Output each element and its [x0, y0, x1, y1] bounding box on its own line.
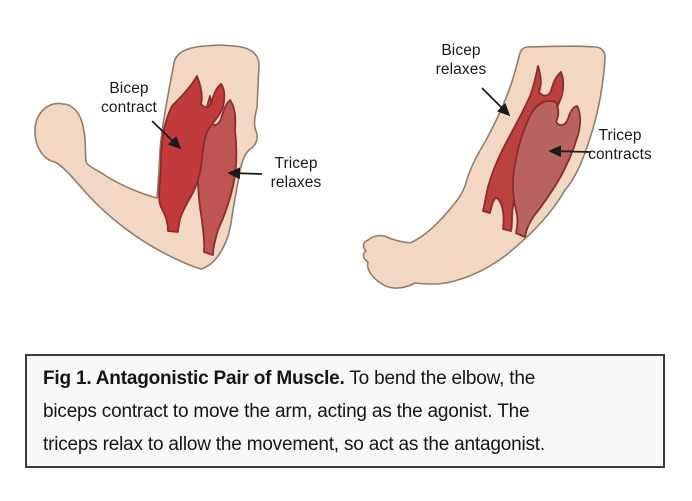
muscle-diagram [34, 44, 606, 289]
caption-line-3: triceps relax to allow the movement, so … [43, 434, 545, 455]
caption-line1-rest: To bend the elbow, the [344, 368, 536, 389]
tricep-relaxes-arrow [227, 167, 263, 180]
label-bicep-contract-line1: Bicep [109, 80, 149, 97]
label-bicep-contract-line2: contract [101, 99, 157, 116]
caption-line-2: biceps contract to move the arm, acting … [43, 401, 530, 422]
flexed-arm-group [34, 44, 263, 270]
caption-line-1: Fig 1. Antagonistic Pair of Muscle. To b… [43, 362, 647, 395]
bicep-relaxes-arrow [481, 87, 511, 117]
label-bicep-relaxes-line1: Bicep [441, 42, 481, 59]
label-tricep-relaxes-line2: relaxes [270, 174, 322, 191]
bicep-contract-arrow [151, 120, 182, 150]
flexed-arm-tricep [196, 95, 238, 256]
label-bicep-contract: Bicep contract [69, 79, 189, 117]
figure-caption-box: Fig 1. Antagonistic Pair of Muscle. To b… [25, 354, 665, 468]
extended-arm-tricep [512, 100, 582, 238]
extended-arm-skin [362, 45, 606, 289]
label-tricep-relaxes-line1: Tricep [274, 155, 318, 172]
extended-arm-group [362, 45, 606, 289]
label-tricep-contracts-line2: contracts [588, 146, 652, 163]
label-bicep-relaxes-line2: relaxes [435, 61, 487, 78]
label-tricep-relaxes: Tricep relaxes [246, 154, 346, 192]
label-tricep-contracts: Tricep contracts [565, 126, 675, 164]
label-tricep-contracts-line1: Tricep [598, 127, 642, 144]
tricep-contracts-arrow [548, 145, 592, 158]
label-bicep-relaxes: Bicep relaxes [411, 41, 511, 79]
flexed-arm-bicep [158, 75, 226, 233]
caption-title: Fig 1. Antagonistic Pair of Muscle. [43, 368, 345, 389]
